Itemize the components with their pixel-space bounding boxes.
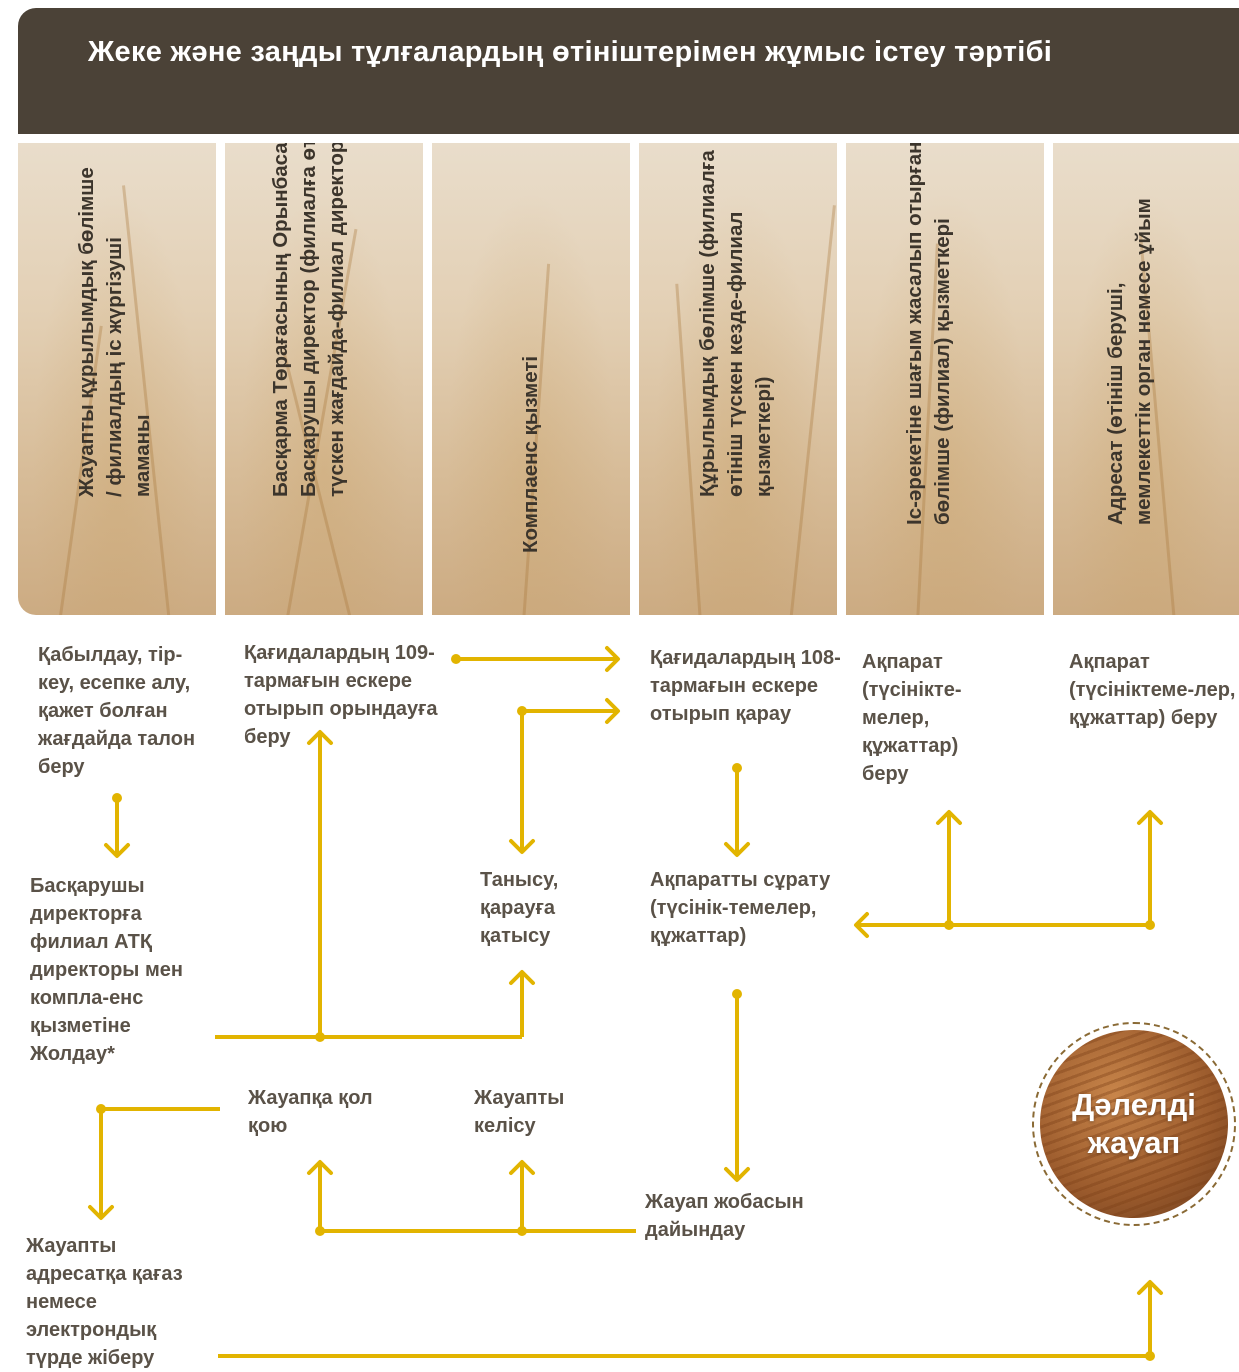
step-draft: Жауап жобасын дайындау	[645, 1191, 804, 1241]
column-responsible-unit: Жауапты құрылымдық бөлімше / филиалдың і…	[18, 143, 216, 615]
arrow-review-familiarize	[509, 698, 620, 854]
column-compliance: Комплаенс қызметі	[432, 143, 630, 615]
column-addressee: Адресат (өтініш беруші, мемлекеттік орга…	[1053, 143, 1239, 615]
header-banner: Жеке және заңды тұлғалардың өтініштеріме…	[18, 8, 1239, 134]
step-sign: Жауапқа қол қою	[248, 1087, 373, 1137]
arrow-review-to-request	[724, 763, 750, 857]
arrow-draft-to-sign-and-agree	[307, 1160, 636, 1236]
arrow-receive-to-send	[104, 793, 130, 858]
step-review-108: Қағидалардың 108-тармағын ескере отырып …	[650, 647, 841, 725]
arrow-send-to-directors-and-compliance	[215, 730, 535, 1042]
field-image: Дәлелді жауап	[1040, 1030, 1228, 1218]
arrow-sign-to-send-addressee	[88, 1104, 220, 1220]
column-complained-employee: Іс-әрекетіне шағым жасалып отырған бөлім…	[846, 143, 1044, 615]
step-send-directors: Басқарушы директорға филиал АТҚ директор…	[30, 875, 183, 1065]
step-info-employee: Ақпарат (түсінікте-мелер, құжаттар) беру	[862, 651, 962, 785]
result-circle: Дәлелді жауап	[1032, 1022, 1236, 1226]
arrow-request-to-draft	[724, 989, 750, 1182]
step-send-addressee: Жауапты адресатқа қағаз немесе электронд…	[26, 1235, 183, 1369]
column-structural-unit: Құрылымдық бөлімше (филиалға өтініш түск…	[639, 143, 837, 615]
column-deputy-chairman: Басқарма Төрағасының Орынбасары, Басқару…	[225, 143, 423, 615]
step-info-addressee: Ақпарат (түсініктеме-лер, құжаттар) беру	[1069, 651, 1236, 729]
step-receive: Қабылдау, тір-кеу, есепке алу, қажет бол…	[38, 644, 196, 778]
step-familiarize: Танысу, қарауға қатысу	[480, 869, 559, 947]
arrow-execute-to-review	[451, 646, 620, 672]
arrow-info-to-request	[854, 810, 1163, 938]
result-label: Дәлелді жауап	[1072, 1087, 1196, 1160]
step-agree: Жауапты келісу	[474, 1087, 565, 1137]
step-request-info: Ақпаратты сұрату (түсінік-темелер, құжат…	[650, 869, 831, 947]
step-execute-109: Қағидалардың 109-тармағын ескере отырып …	[244, 642, 438, 748]
arrow-send-to-result	[218, 1280, 1163, 1361]
page-title: Жеке және заңды тұлғалардың өтініштеріме…	[88, 36, 1053, 68]
